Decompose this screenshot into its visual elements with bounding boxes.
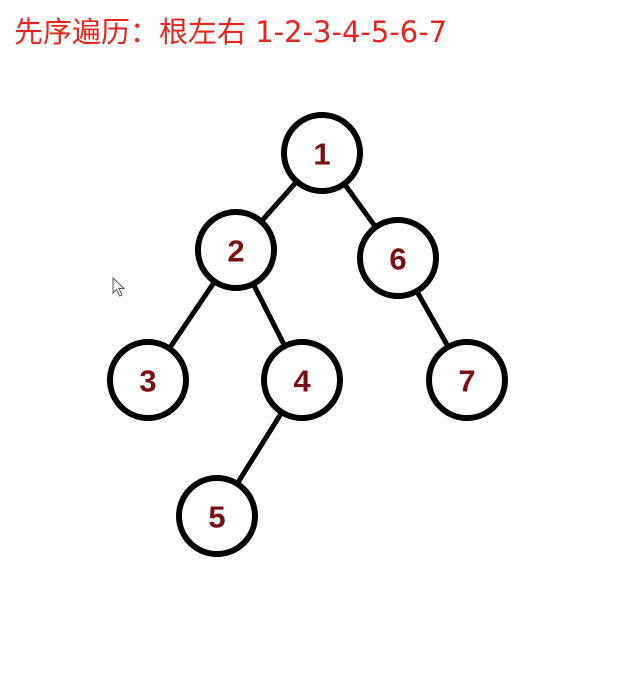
tree-node-3: 3	[107, 339, 189, 421]
tree-node-label: 3	[139, 364, 156, 399]
tree-node-label: 2	[227, 234, 244, 269]
tree-node-label: 6	[389, 242, 406, 277]
tree-node-5: 5	[176, 475, 258, 557]
tree-node-6: 6	[357, 217, 439, 299]
tree-node-4: 4	[261, 339, 343, 421]
tree-node-label: 4	[293, 364, 311, 399]
tree-node-label: 1	[313, 137, 330, 172]
page-title: 先序遍历：根左右 1-2-3-4-5-6-7	[14, 15, 448, 49]
tree-node-circle	[107, 339, 189, 421]
tree-node-7: 7	[426, 339, 508, 421]
tree-nodes: 1 2 6 3 4 7 5	[107, 112, 508, 557]
tree-node-circle	[176, 475, 258, 557]
mouse-pointer-icon	[112, 277, 126, 297]
tree-node-circle	[195, 209, 277, 291]
tree-node-circle	[357, 217, 439, 299]
tree-node-circle	[281, 112, 363, 194]
tree-node-label: 7	[458, 364, 475, 399]
tree-node-label: 5	[208, 500, 225, 535]
tree-edges	[145, 150, 470, 519]
tree-node-1: 1	[281, 112, 363, 194]
tree-node-2: 2	[195, 209, 277, 291]
tree-node-circle	[261, 339, 343, 421]
tree-node-circle	[426, 339, 508, 421]
